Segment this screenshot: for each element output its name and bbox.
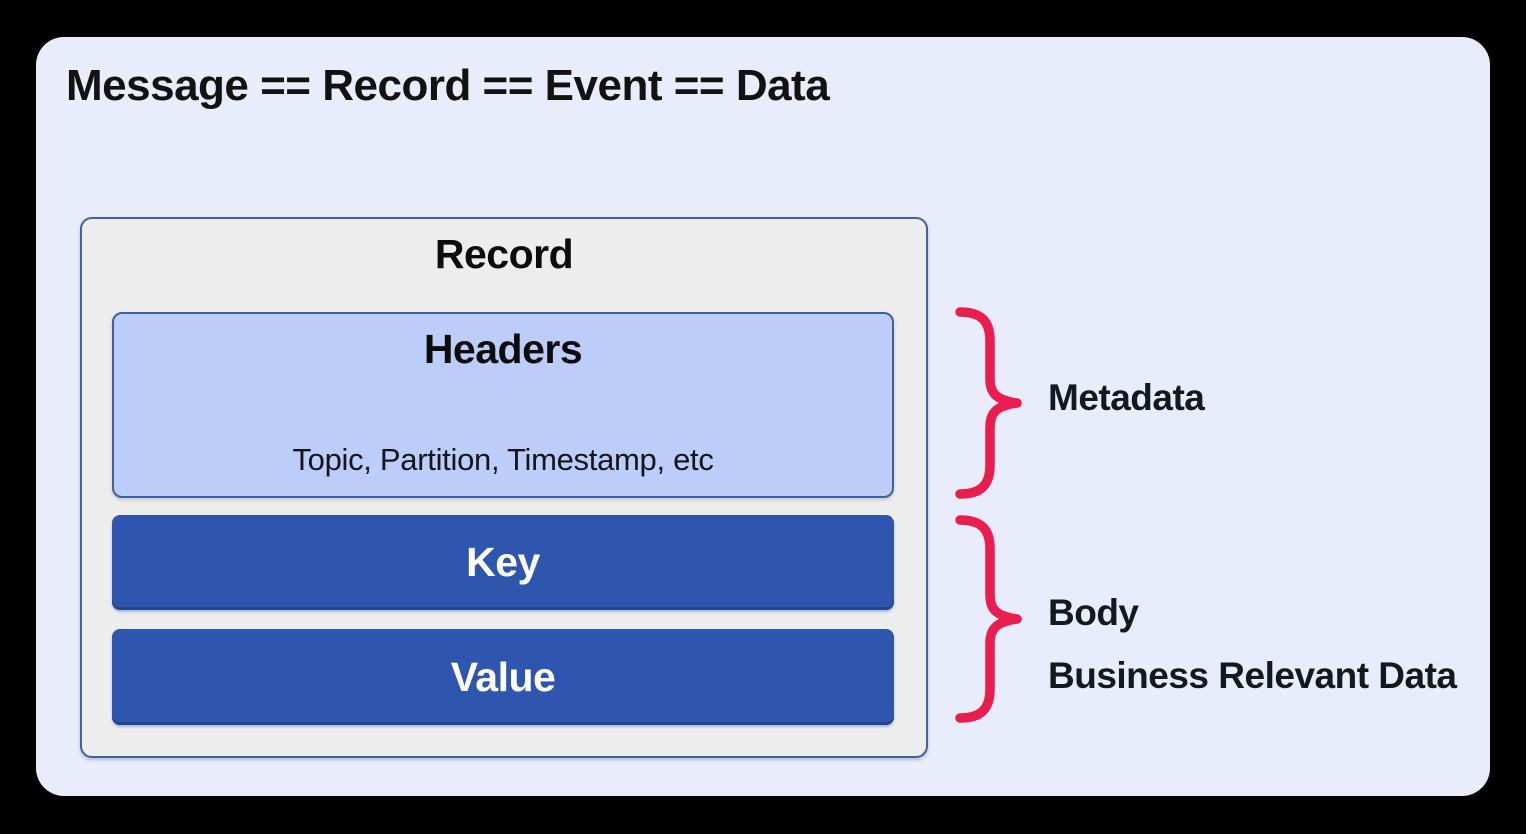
page-title: Message == Record == Event == Data (66, 61, 830, 110)
key-box-label: Key (466, 539, 540, 585)
curly-brace-metadata-icon (955, 307, 1022, 499)
key-box: Key (112, 515, 894, 610)
headers-box-sublabel: Topic, Partition, Timestamp, etc (292, 442, 714, 477)
headers-box: Headers Topic, Partition, Timestamp, etc (112, 312, 894, 498)
diagram-panel: Message == Record == Event == Data Recor… (36, 37, 1490, 796)
headers-box-label: Headers (423, 326, 583, 372)
value-box-label: Value (450, 653, 556, 700)
record-box-label: Record (434, 231, 574, 277)
body-annotation-sublabel: Business Relevant Data (1048, 655, 1457, 696)
value-box: Value (112, 629, 894, 725)
metadata-annotation: Metadata (1048, 377, 1205, 418)
curly-brace-body-icon (955, 515, 1022, 723)
record-box: Record Headers Topic, Partition, Timesta… (80, 217, 928, 758)
body-annotation: Body (1048, 592, 1139, 633)
